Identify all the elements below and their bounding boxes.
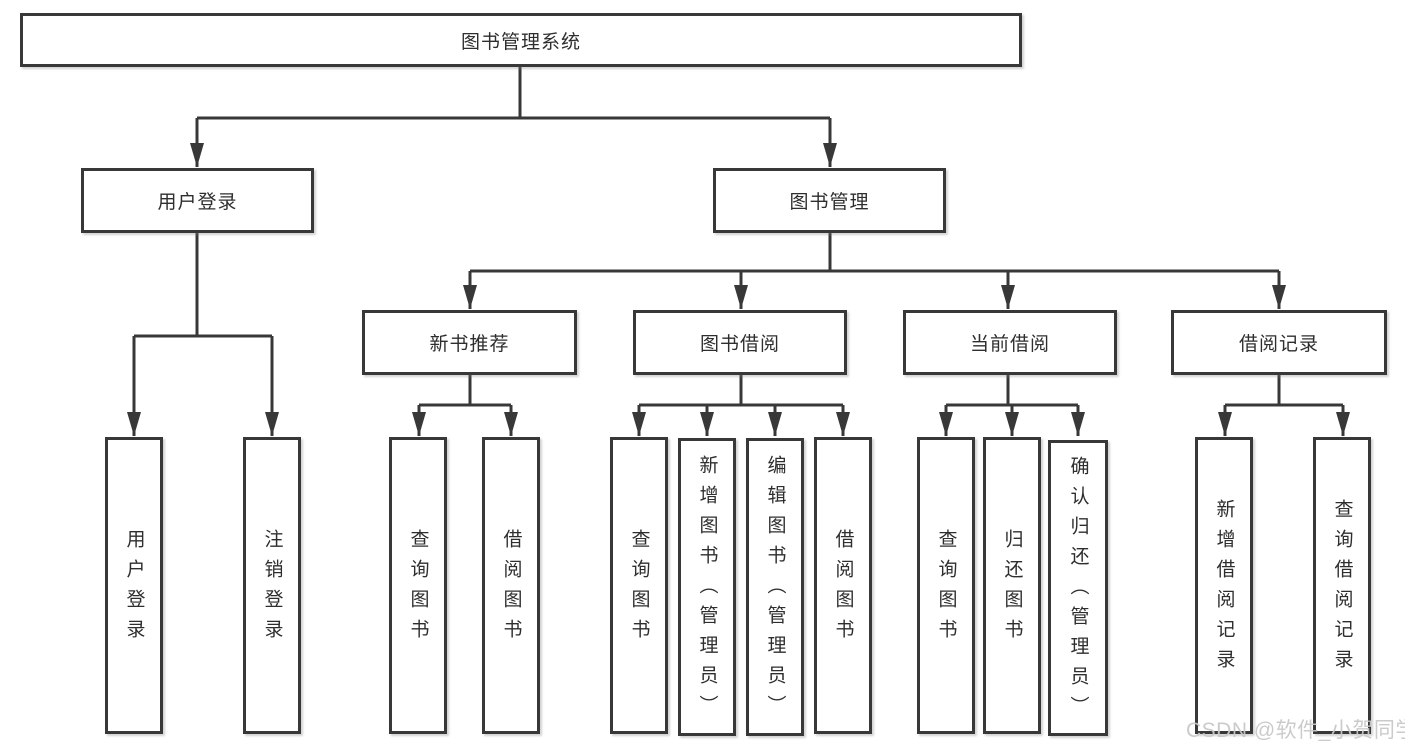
node-user-login: 用户登录 <box>81 168 314 233</box>
leaf-nb-query-books: 查询图书 <box>389 437 447 734</box>
leaf-logout: 注销登录 <box>243 437 301 734</box>
node-book-borrow: 图书借阅 <box>633 310 847 375</box>
leaf-bb-edit-books-admin: 编辑图书（管理员） <box>746 438 804 736</box>
leaf-cb-confirm-return-admin: 确认归还（管理员） <box>1048 440 1108 736</box>
leaf-bb-borrow-books: 借阅图书 <box>814 437 872 734</box>
node-root-system: 图书管理系统 <box>20 13 1022 67</box>
leaf-nb-borrow-books: 借阅图书 <box>482 437 540 734</box>
leaf-bb-query-books: 查询图书 <box>610 437 668 734</box>
leaf-user-login: 用户登录 <box>105 437 163 734</box>
leaf-cb-query-books: 查询图书 <box>917 437 975 734</box>
node-book-management: 图书管理 <box>713 168 946 233</box>
leaf-bb-add-books-admin: 新增图书（管理员） <box>678 438 736 736</box>
leaf-cb-return-books: 归还图书 <box>983 437 1041 734</box>
leaf-br-add-record: 新增借阅记录 <box>1195 437 1253 734</box>
node-new-book-recommend: 新书推荐 <box>362 310 577 375</box>
node-borrow-records: 借阅记录 <box>1171 310 1387 375</box>
leaf-br-query-record: 查询借阅记录 <box>1313 437 1371 734</box>
node-current-borrow: 当前借阅 <box>903 310 1117 375</box>
watermark-text: CSDN @软件_小贺同学 <box>1186 719 1405 742</box>
